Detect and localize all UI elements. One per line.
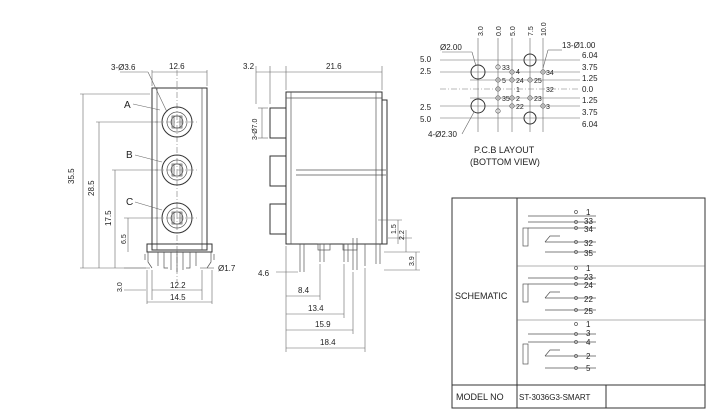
dim-35-5: 35.5	[67, 168, 76, 184]
pcb-dim-left-1: 2.5	[420, 67, 432, 76]
model-label: MODEL NO	[456, 392, 504, 402]
pcb-pin-label: 23	[534, 96, 542, 103]
pcb-dim-top-4: 10.0	[541, 22, 548, 36]
pcb-pin-holes	[495, 64, 546, 114]
pcb-pin-label: 24	[516, 78, 524, 85]
schematic-group-3: 1 3 4 2 5	[517, 319, 705, 373]
pcb-dim-left-2: 2.5	[420, 103, 432, 112]
sch-pin: 34	[584, 225, 593, 234]
pcb-pin-label: 4	[516, 69, 520, 76]
jack-b	[155, 154, 199, 186]
dim-3-9: 3.9	[409, 256, 416, 266]
pcb-title: P.C.B LAYOUT	[474, 145, 535, 155]
schematic-group-1: 1 33 34 32 35	[522, 208, 596, 258]
sch-pin: 5	[586, 364, 591, 373]
front-body-outline	[151, 87, 208, 251]
pcb-pin-label: 1	[516, 87, 520, 94]
sch-pin: 33	[584, 217, 593, 226]
pcb-pin-label: 2	[516, 96, 520, 103]
dim-2-2: 2.2	[399, 230, 406, 240]
pcb-pin-label: 3	[546, 104, 550, 111]
side-view: 3.2 21.6 3-Ø7.0 1.5 2.2 3.9 4.6 8.4 13.4…	[243, 62, 420, 352]
sch-pin: 24	[584, 281, 593, 290]
dim-width-top: 12.6	[169, 62, 185, 71]
pcb-dim-left-3: 5.0	[420, 115, 432, 124]
dim-3-0: 3.0	[117, 282, 124, 292]
schematic-box: SCHEMATIC MODEL NO ST-3036G3-SMART 1 33 …	[451, 197, 706, 409]
front-pins	[144, 252, 215, 272]
schematic-label: SCHEMATIC	[455, 291, 508, 301]
sch-pin: 23	[584, 273, 593, 282]
pcb-dim-top-0: 3.0	[478, 26, 485, 36]
pcb-pin-label: 35	[502, 96, 510, 103]
dim-15-9: 15.9	[315, 320, 331, 329]
pcb-dim-right-2: 1.25	[582, 74, 598, 83]
dim-3-2: 3.2	[243, 62, 255, 71]
sch-pin: 2	[586, 352, 591, 361]
pcb-layout: 3.0 0.0 5.0 7.5 10.0 33 5 35 4	[420, 22, 598, 167]
pcb-dim-right-5: 3.75	[582, 108, 598, 117]
sch-pin: 3	[586, 329, 591, 338]
pcb-mount-holes-callout: 4-Ø2.30	[428, 130, 457, 139]
pcb-pin-label: 25	[534, 78, 542, 85]
dim-21-6: 21.6	[326, 62, 342, 71]
dim-1-5: 1.5	[391, 224, 398, 234]
model-value: ST-3036G3-SMART	[519, 393, 591, 402]
pin-diameter: Ø1.7	[218, 264, 236, 273]
dim-8-4: 8.4	[298, 286, 310, 295]
side-pins	[299, 238, 381, 272]
pcb-hole-large-2	[470, 98, 486, 114]
dim-4-6: 4.6	[258, 269, 270, 278]
pcb-hole-large-3	[523, 53, 537, 67]
pcb-pin-label: 32	[546, 87, 554, 94]
pcb-dim-top-3: 7.5	[528, 26, 535, 36]
pcb-dim-right-6: 6.04	[582, 120, 598, 129]
pcb-dim-top-1: 0.0	[496, 26, 503, 36]
pcb-pin-label: 34	[546, 70, 554, 77]
jack-label-b: B	[126, 150, 133, 161]
dim-3-7-0: 3-Ø7.0	[252, 118, 259, 140]
sch-pin: 1	[586, 208, 591, 217]
jack-c	[155, 202, 199, 234]
dim-13-4: 13.4	[308, 304, 324, 313]
pcb-dim-right-0: 6.04	[582, 51, 598, 60]
pcb-hole-large-callout: Ø2.00	[440, 43, 462, 52]
pcb-dim-top-2: 5.0	[510, 26, 517, 36]
pcb-hole-large-4	[523, 111, 537, 125]
sch-pin: 1	[586, 320, 591, 329]
pcb-dim-right-3: 0.0	[582, 85, 594, 94]
dim-6-5: 6.5	[121, 234, 128, 244]
dim-28-5: 28.5	[87, 180, 96, 196]
jack-label-a: A	[124, 100, 131, 111]
side-body-outline	[285, 91, 383, 245]
pcb-dim-right-1: 3.75	[582, 63, 598, 72]
pcb-dim-left-0: 5.0	[420, 55, 432, 64]
sch-pin: 32	[584, 239, 593, 248]
pcb-dim-right-4: 1.25	[582, 96, 598, 105]
pcb-pin-label: 5	[502, 78, 506, 85]
front-view: 12.6 3-Ø3.6 A B C 35.5 28.5 17.5 6.5 3.0…	[67, 62, 236, 304]
pcb-hole-small-callout: 13-Ø1.00	[562, 41, 596, 50]
sch-pin: 25	[584, 307, 593, 316]
jack-label-c: C	[126, 197, 133, 208]
sch-pin: 22	[584, 295, 593, 304]
pcb-hole-large-1	[470, 64, 486, 80]
pcb-subtitle: (BOTTOM VIEW)	[470, 157, 540, 167]
pcb-pin-label: 33	[502, 65, 510, 72]
jack-a	[155, 106, 199, 138]
dim-14-5: 14.5	[170, 293, 186, 302]
sch-pin: 1	[586, 264, 591, 273]
hole-callout: 3-Ø3.6	[111, 63, 136, 72]
schematic-group-2: 1 23 24 22 25	[517, 264, 705, 316]
sch-pin: 4	[586, 338, 591, 347]
dim-17-5: 17.5	[104, 210, 113, 226]
pcb-pin-label: 22	[516, 104, 524, 111]
sch-pin: 35	[584, 249, 593, 258]
dim-12-2: 12.2	[170, 281, 186, 290]
dim-18-4: 18.4	[320, 338, 336, 347]
